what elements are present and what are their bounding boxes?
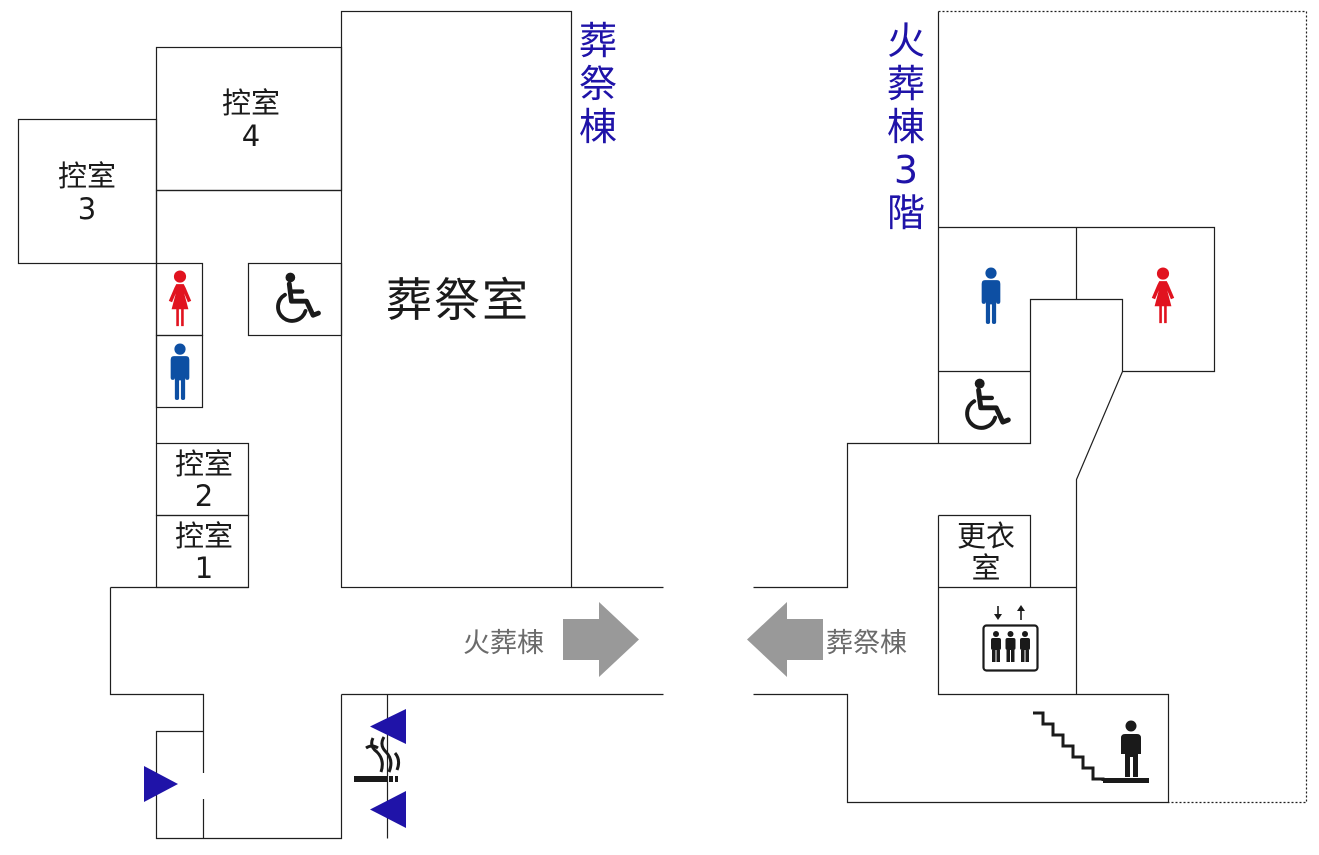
- stairs-icon: [1033, 711, 1149, 783]
- left-title-char: 祭: [579, 62, 617, 106]
- right-building: 火 葬 棟 3 階 更衣 室: [747, 10, 1308, 804]
- waiting-room-3-number: 3: [78, 192, 96, 226]
- right-building-walls: [753, 11, 1216, 804]
- wheelchair-icon: [967, 379, 1008, 428]
- waiting-room-3-label: 控室: [58, 159, 116, 193]
- elevator-icon: [982, 605, 1039, 672]
- waiting-room-1[interactable]: [155, 514, 250, 589]
- waiting-room-2-number: 2: [195, 479, 213, 513]
- male-restroom-icon: [170, 343, 190, 400]
- right-title-char: 3: [894, 148, 918, 192]
- left-building-title: 葬 祭 棟: [579, 19, 617, 149]
- exit-marker-icon: [370, 709, 406, 744]
- right-title-char: 階: [887, 191, 925, 235]
- waiting-room-1-number: 1: [195, 551, 213, 585]
- waiting-room-4-number: 4: [242, 119, 260, 153]
- left-title-char: 葬: [579, 19, 617, 63]
- waiting-room-1-label: 控室: [175, 519, 233, 553]
- female-restroom-icon: [168, 270, 192, 327]
- right-title-char: 葬: [887, 62, 925, 106]
- male-restroom[interactable]: [155, 334, 204, 409]
- exit-marker-icon: [370, 791, 406, 828]
- left-building: 控室 4 控室 3 控室 2 控室 1 葬祭室 葬 祭 棟: [17, 10, 664, 840]
- exit-marker-icon: [144, 766, 178, 802]
- changing-room-label: 更衣: [957, 519, 1015, 553]
- waiting-room-2-label: 控室: [175, 447, 233, 481]
- to-funeral-building-arrow[interactable]: 葬祭棟: [747, 602, 907, 677]
- right-building-title: 火 葬 棟 3 階: [887, 19, 925, 235]
- funeral-hall-label: 葬祭室: [386, 273, 530, 327]
- male-restroom-icon: [981, 267, 1001, 324]
- left-title-char: 棟: [579, 105, 617, 149]
- right-title-char: 棟: [887, 105, 925, 149]
- right-arrow-icon: [563, 602, 639, 677]
- female-restroom-icon: [1151, 267, 1175, 324]
- accessible-restroom[interactable]: [247, 262, 343, 337]
- right-building-boundary: [938, 10, 1308, 804]
- right-title-char: 火: [887, 19, 925, 63]
- to-crematorium-arrow[interactable]: 火葬棟: [463, 602, 639, 677]
- to-crematorium-label: 火葬棟: [463, 628, 544, 659]
- to-funeral-building-label: 葬祭棟: [826, 628, 907, 659]
- changing-room-label-2: 室: [971, 551, 1000, 585]
- left-arrow-icon: [747, 602, 823, 677]
- smoking-area-icon: [354, 736, 401, 782]
- waiting-room-4-label: 控室: [222, 86, 280, 120]
- wheelchair-icon: [278, 273, 318, 321]
